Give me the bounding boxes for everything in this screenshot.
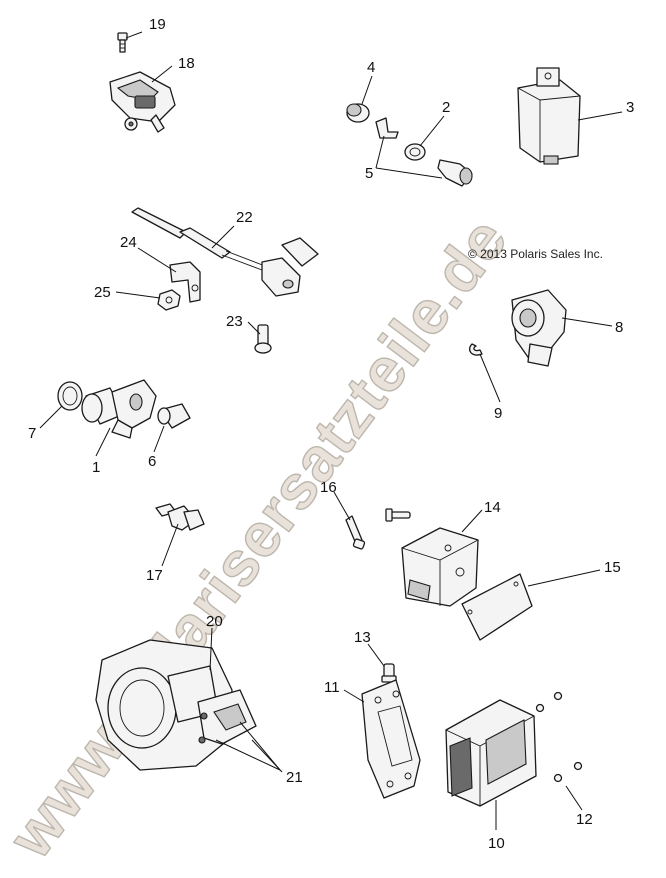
callout-17: 17 [146,567,163,584]
callout-25: 25 [94,284,111,301]
part-18-map-sensor [109,71,176,133]
callout-20: 20 [206,613,223,630]
callout-12: 12 [576,811,593,828]
part-24-bracket [169,261,201,303]
callout-3: 3 [626,99,634,116]
part-5-clip [375,117,399,139]
part-13-bolt [381,663,397,683]
callout-15: 15 [604,559,621,576]
part-16-screw [345,515,366,550]
part-12-screws [535,691,583,783]
callout-24: 24 [120,234,137,251]
callout-21: 21 [286,769,303,786]
part-9-clip [468,343,483,356]
callout-1: 1 [92,459,100,476]
callout-6: 6 [148,453,156,470]
callout-19: 19 [149,16,166,33]
part-14-bolt [385,508,411,522]
part-15-gasket [461,573,533,641]
part-6-sleeve [157,403,191,429]
callout-5: 5 [365,165,373,182]
callout-7: 7 [28,425,36,442]
part-1-sensor [81,379,157,439]
part-10-ecu [445,699,537,807]
part-2-seal [404,143,426,161]
callout-2: 2 [442,99,450,116]
copyright-notice: © 2013 Polaris Sales Inc. [468,247,603,261]
part-7-oring [57,381,83,411]
part-23-bolt [254,324,272,354]
callout-9: 9 [494,405,502,422]
part-3-module [517,67,581,165]
callout-10: 10 [488,835,505,852]
callout-22: 22 [236,209,253,226]
callout-14: 14 [484,499,501,516]
callout-11: 11 [324,679,340,696]
leader-lines [39,31,623,830]
callout-4: 4 [367,59,375,76]
part-17-temp-sensor [155,503,205,531]
callout-23: 23 [226,313,243,330]
callout-numbers: 19 18 4 2 3 5 22 24 25 23 8 9 7 1 6 16 1… [28,16,634,852]
part-5-connector [437,159,473,187]
callout-8: 8 [615,319,623,336]
part-19-bolt [117,32,128,53]
callout-13: 13 [354,629,371,646]
part-8-knock-sensor [511,289,567,367]
part-22-speed-sensor [131,207,319,297]
part-20-throttle-body [95,639,257,771]
part-25-nut [157,289,181,311]
callout-18: 18 [178,55,195,72]
part-4-cap [346,103,370,123]
part-11-bracket [361,679,421,799]
part-14-housing [401,527,479,607]
callout-16: 16 [320,479,337,496]
